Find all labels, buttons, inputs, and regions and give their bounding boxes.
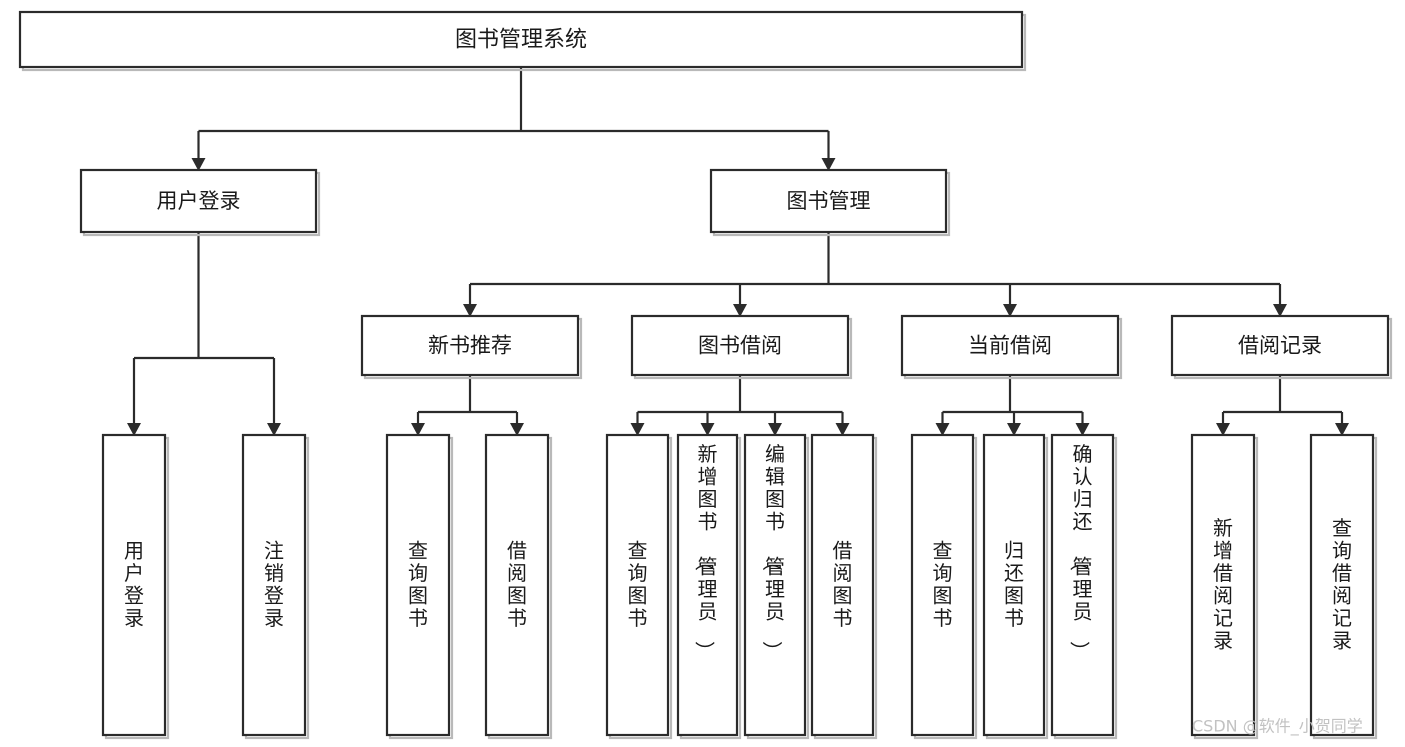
arrow-head-icon [1075,423,1090,436]
node-leaf-rec-query-book[interactable]: 查询图书 [385,433,454,740]
node-rect[interactable] [1050,433,1115,737]
node-label: 用户登录 [124,539,144,631]
node-rect[interactable] [241,433,307,737]
node-label: 当前借阅 [968,334,1052,358]
arrow-head-icon [127,423,141,436]
node-label: 用户登录 [157,189,241,213]
connector-group-l3-borrow-record [1216,375,1349,436]
node-l3-new-book-rec[interactable]: 新书推荐 [360,314,583,380]
node-leaf-rec-borrow-book[interactable]: 借阅图书 [484,433,553,740]
connector-group-l3-book-borrow [630,375,850,436]
node-label: 查询图书 [628,539,648,631]
node-label: 查询图书 [933,539,953,631]
arrow-head-icon [1335,423,1349,436]
node-label: 归还图书 [1004,539,1024,631]
node-rect[interactable] [605,433,670,737]
arrow-head-icon [191,158,206,171]
node-leaf-borrow-query-book[interactable]: 查询图书 [605,433,673,740]
connector-group-l3-new-book-rec [411,375,524,436]
node-rect[interactable] [1170,314,1390,377]
node-rect[interactable] [360,314,580,377]
arrow-head-icon [1007,423,1021,436]
node-rect[interactable] [743,433,807,737]
connector-group-root [191,67,836,171]
node-leaf-logout[interactable]: 注销登录 [241,433,310,740]
node-rect[interactable] [910,433,975,737]
node-label: 借阅记录 [1238,334,1322,358]
node-label: 新书推荐 [428,334,512,358]
node-rect[interactable] [900,314,1120,377]
node-label: 图书管理 [787,189,871,213]
node-rect[interactable] [79,168,318,234]
arrow-head-icon [267,423,281,436]
node-rect[interactable] [385,433,451,737]
node-rect[interactable] [1190,433,1256,737]
node-leaf-user-login[interactable]: 用户登录 [101,433,170,740]
node-rect[interactable] [810,433,875,737]
node-leaf-query-borrow-record[interactable]: 查询借阅记录 [1309,433,1378,740]
node-l3-book-borrow[interactable]: 图书借阅 [630,314,853,380]
connector-group-l2-book-manage [463,232,1287,317]
node-label: 新增图书（管理员） [693,442,718,661]
node-label: 查询借阅记录 [1332,516,1352,653]
node-label: 新增借阅记录 [1213,516,1233,653]
node-leaf-cur-query-book[interactable]: 查询图书 [910,433,978,740]
node-leaf-add-book-admin[interactable]: 新增图书（管理员） [676,433,742,740]
arrow-head-icon [768,423,782,436]
node-label: 查询图书 [408,539,428,631]
node-rect[interactable] [484,433,550,737]
node-label: 确认归还（管理员） [1068,442,1093,661]
arrow-head-icon [1273,304,1287,317]
node-root[interactable]: 图书管理系统 [18,10,1027,72]
node-label: 编辑图书（管理员） [760,442,785,661]
arrow-head-icon [733,304,747,317]
arrow-head-icon [411,423,425,436]
node-leaf-confirm-return-admin[interactable]: 确认归还（管理员） [1050,433,1118,740]
node-rect[interactable] [982,433,1046,737]
node-label: 借阅图书 [833,539,853,631]
csdn-watermark: CSDN @软件_小贺同学 [1192,717,1363,737]
node-leaf-borrow-book[interactable]: 借阅图书 [810,433,878,740]
node-l2-user-login[interactable]: 用户登录 [79,168,321,237]
node-rect[interactable] [18,10,1024,69]
node-rect[interactable] [1309,433,1375,737]
arrow-head-icon [1216,423,1230,436]
arrow-head-icon [821,158,836,171]
node-label: 图书管理系统 [455,28,587,53]
node-l3-borrow-record[interactable]: 借阅记录 [1170,314,1393,380]
node-leaf-return-book[interactable]: 归还图书 [982,433,1049,740]
connector-layer [127,67,1349,436]
arrow-head-icon [935,423,950,436]
node-label: 注销登录 [264,539,284,631]
watermark-layer: CSDN @软件_小贺同学 [1192,717,1363,737]
arrow-head-icon [463,304,477,317]
node-rect[interactable] [101,433,167,737]
arrow-head-icon [700,423,715,436]
arrow-head-icon [630,423,645,436]
connector-group-l2-user-login [127,232,281,436]
node-rect[interactable] [709,168,948,234]
connector-group-l3-current-borrow [935,375,1090,436]
node-layer: 图书管理系统用户登录图书管理新书推荐图书借阅当前借阅借阅记录用户登录注销登录查询… [18,10,1393,740]
node-label: 借阅图书 [507,539,527,631]
arrow-head-icon [510,423,524,436]
arrow-head-icon [835,423,850,436]
node-l3-current-borrow[interactable]: 当前借阅 [900,314,1123,380]
node-label: 图书借阅 [698,334,782,358]
node-rect[interactable] [676,433,739,737]
node-leaf-add-borrow-record[interactable]: 新增借阅记录 [1190,433,1259,740]
arrow-head-icon [1003,304,1017,317]
node-l2-book-manage[interactable]: 图书管理 [709,168,951,237]
node-leaf-edit-book-admin[interactable]: 编辑图书（管理员） [743,433,810,740]
node-rect[interactable] [630,314,850,377]
